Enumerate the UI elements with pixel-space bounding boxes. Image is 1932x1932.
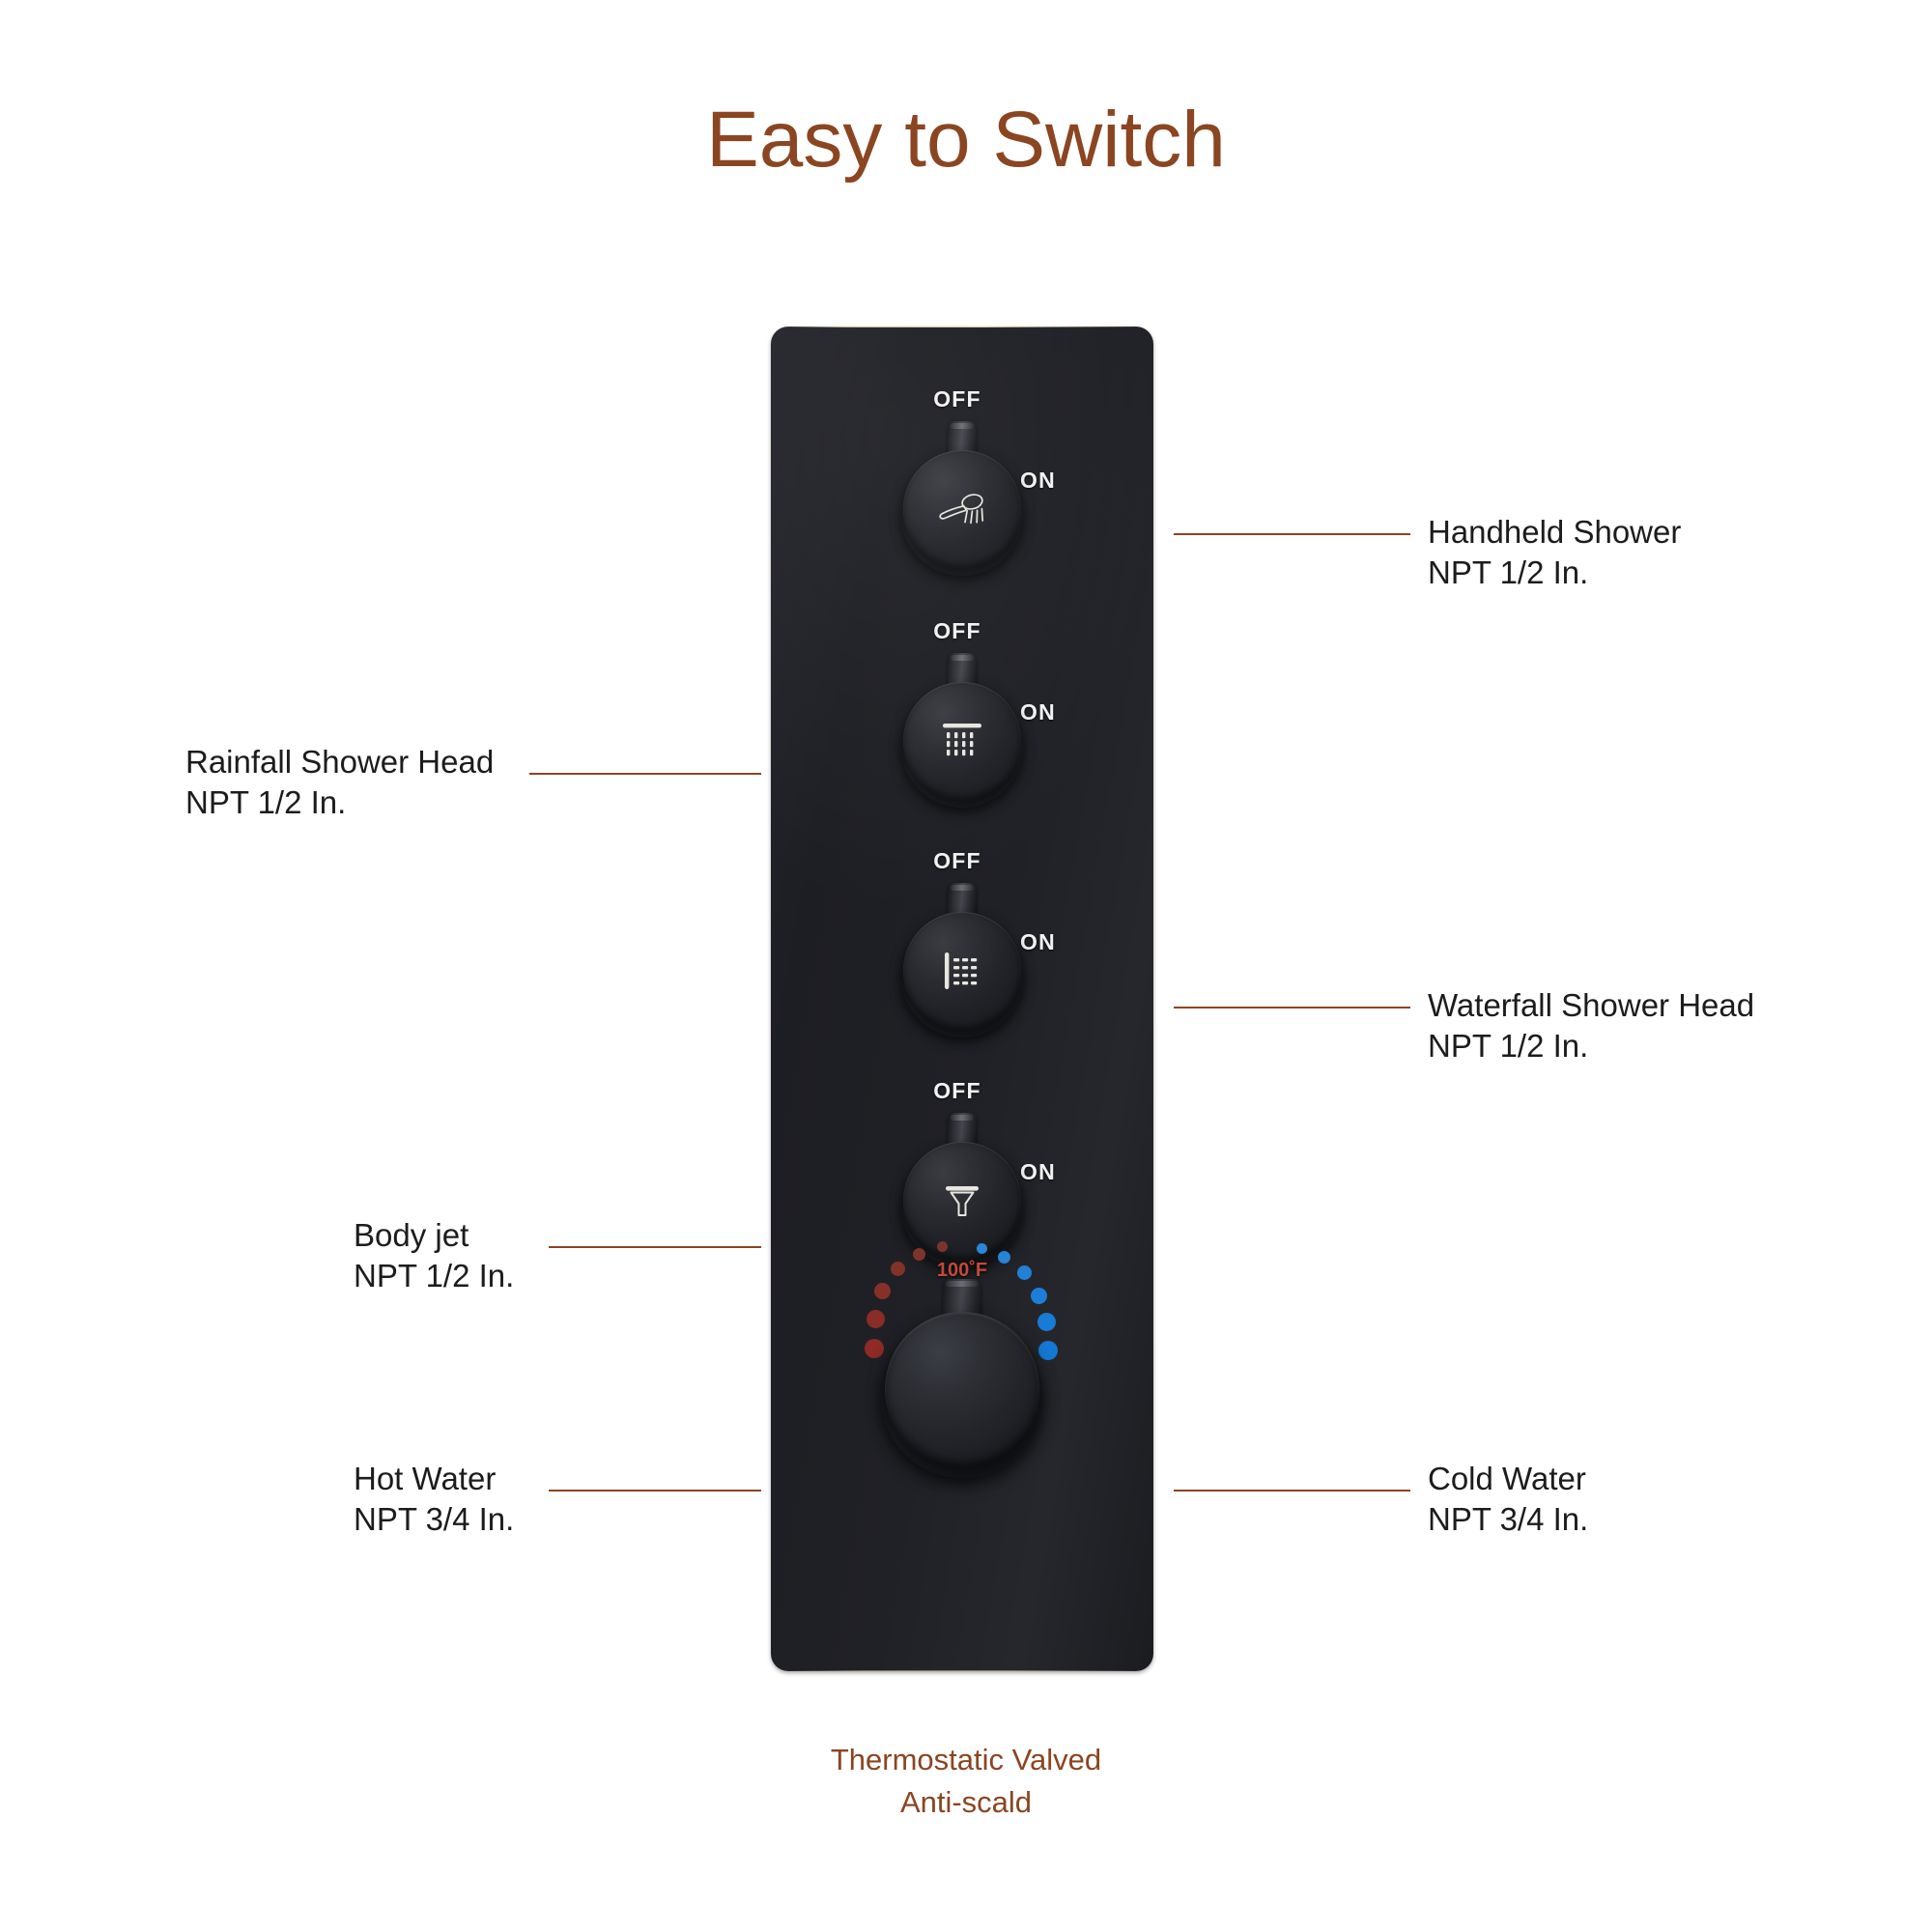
panel-caption-line1: Thermostatic Valved (830, 1743, 1102, 1776)
callout-text-rainfall-shower: Rainfall Shower Head NPT 1/2 In. (0, 742, 516, 823)
callout-line1-rainfall: Rainfall Shower Head (185, 744, 495, 780)
off-label-rainfall: OFF (933, 618, 981, 643)
temp-dot-hot-2 (913, 1248, 925, 1261)
callout-text-waterfall-shower: Waterfall Shower Head NPT 1/2 In. (1428, 985, 1754, 1066)
callout-text-body-jet: Body jet NPT 1/2 In. (0, 1215, 516, 1296)
leader-line-rainfall-shower (529, 773, 761, 775)
body-jet-icon (931, 1170, 993, 1232)
leader-line-body-jet (549, 1246, 761, 1248)
knob-rainfall-shower-head[interactable] (903, 682, 1021, 800)
knob-waterfall-shower-head[interactable] (903, 912, 1021, 1030)
callout-text-cold-water: Cold Water NPT 3/4 In. (1428, 1459, 1588, 1540)
temp-dot-hot-3 (891, 1262, 905, 1276)
temp-dot-cold-4 (1031, 1288, 1047, 1304)
leader-line-waterfall-shower (1174, 1007, 1410, 1009)
on-label-waterfall: ON (1020, 929, 1056, 954)
panel-bottom-edge-highlight (784, 1670, 1140, 1671)
knob-temperature-dial[interactable] (885, 1312, 1039, 1466)
callout-text-handheld-shower: Handheld Shower NPT 1/2 In. (1428, 512, 1681, 593)
knob-handheld-shower[interactable] (903, 450, 1021, 568)
leader-line-handheld-shower (1174, 533, 1410, 535)
panel-caption-line2: Anti-scald (899, 1785, 1033, 1819)
callout-line1-body-jet: Body jet (354, 1217, 469, 1253)
off-label-waterfall: OFF (933, 848, 981, 873)
callout-line1-hot-water: Hot Water (354, 1461, 497, 1496)
panel-caption: Thermostatic Valved Anti-scald (0, 1739, 1932, 1824)
callout-text-hot-water: Hot Water NPT 3/4 In. (0, 1459, 516, 1540)
temp-dot-hot-6 (865, 1339, 884, 1358)
temp-dot-cold-5 (1037, 1313, 1056, 1331)
rainfall-shower-icon (931, 710, 993, 772)
knob-body-jet[interactable] (903, 1142, 1021, 1260)
temp-dot-hot-5 (867, 1310, 885, 1328)
leader-line-hot-water (549, 1490, 761, 1492)
leader-line-cold-water (1174, 1490, 1410, 1492)
handheld-shower-icon (931, 478, 993, 540)
temperature-reading: 100˚F (936, 1260, 988, 1281)
callout-line2-body-jet: NPT 1/2 In. (354, 1258, 515, 1293)
callout-line2-cold-water: NPT 3/4 In. (1428, 1501, 1589, 1537)
temp-dot-hot-4 (874, 1283, 891, 1299)
callout-line1-cold-water: Cold Water (1428, 1461, 1586, 1496)
page-title: Easy to Switch (706, 96, 1226, 184)
callout-line2-hot-water: NPT 3/4 In. (354, 1501, 515, 1537)
waterfall-shower-icon (931, 940, 993, 1002)
callout-line2-rainfall: NPT 1/2 In. (185, 784, 347, 820)
temp-dot-cold-1 (977, 1243, 987, 1254)
thermostatic-valve-panel: OFF ON OFF ON (771, 327, 1153, 1671)
on-label-handheld: ON (1020, 468, 1056, 493)
temp-dot-cold-2 (998, 1251, 1010, 1264)
off-label-body-jet: OFF (933, 1078, 981, 1103)
on-label-body-jet: ON (1020, 1159, 1056, 1184)
off-label-handheld: OFF (933, 386, 981, 412)
temp-dot-cold-3 (1017, 1265, 1032, 1280)
callout-line2-handheld: NPT 1/2 In. (1428, 554, 1589, 590)
callout-line2-waterfall: NPT 1/2 In. (1428, 1028, 1589, 1064)
temp-dot-hot-1 (937, 1241, 948, 1252)
on-label-rainfall: ON (1020, 699, 1056, 724)
callout-line1-waterfall: Waterfall Shower Head (1428, 987, 1755, 1023)
temp-dot-cold-6 (1038, 1341, 1058, 1360)
callout-line1-handheld: Handheld Shower (1428, 514, 1682, 550)
